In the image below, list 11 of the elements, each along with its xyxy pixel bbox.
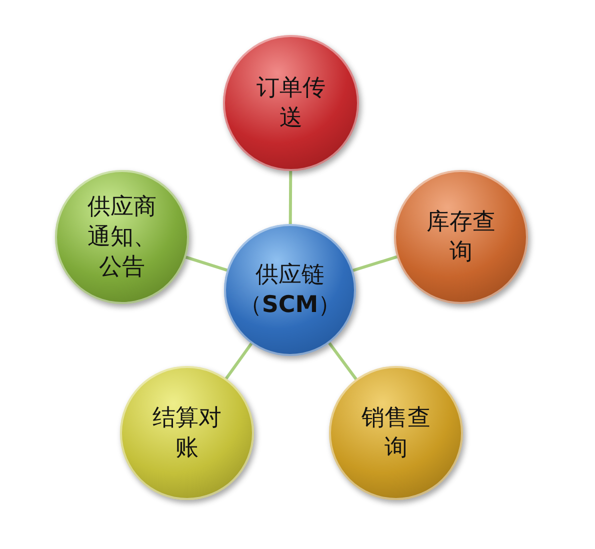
node-label: 销售查询 xyxy=(360,404,432,463)
connector-line xyxy=(352,255,398,272)
connector-line xyxy=(328,342,358,380)
connector-line xyxy=(288,171,292,224)
connector-line xyxy=(185,256,228,272)
node-label: 供应商通知、公告 xyxy=(86,193,158,282)
node-label: 订单传送 xyxy=(256,74,326,133)
node-label: 库存查询 xyxy=(426,208,496,267)
node-label: 供应链（SCM） xyxy=(238,261,342,320)
connector-line xyxy=(224,342,253,380)
node-label: 结算对账 xyxy=(152,404,222,463)
